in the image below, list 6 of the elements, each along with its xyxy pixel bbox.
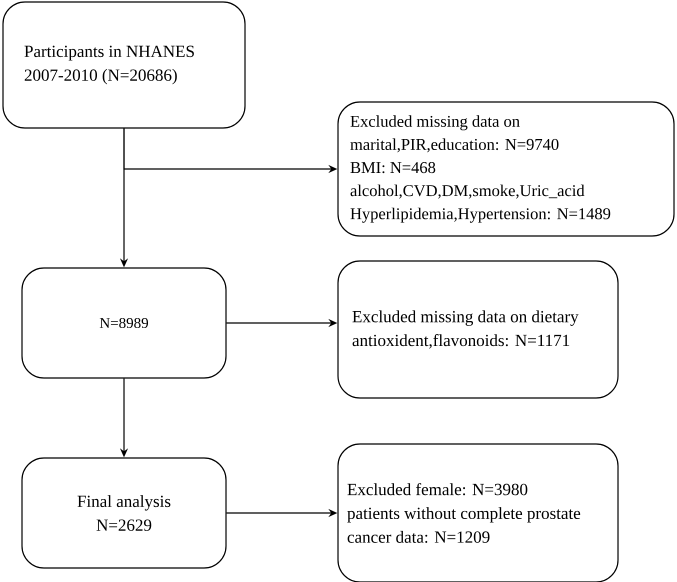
process-box: Excluded missing data on marital,PIR,education: N=9740 BMI: N=468 alcohol,CVD,DM,smoke,Uric_acid Hyperlipidemia,Hypertension: N=1489 bbox=[337, 101, 675, 237]
process-box: Final analysis N=2629 bbox=[21, 457, 227, 569]
process-box: N=8989 bbox=[21, 267, 227, 379]
process-box: Excluded missing data on dietary antioxident,flavonoids: N=1171 bbox=[337, 260, 619, 399]
process-box: Participants in NHANES 2007-2010 (N=20686) bbox=[2, 1, 246, 129]
process-box: Excluded female: N=3980 patients without complete prostate cancer data: N=1209 bbox=[337, 443, 619, 582]
